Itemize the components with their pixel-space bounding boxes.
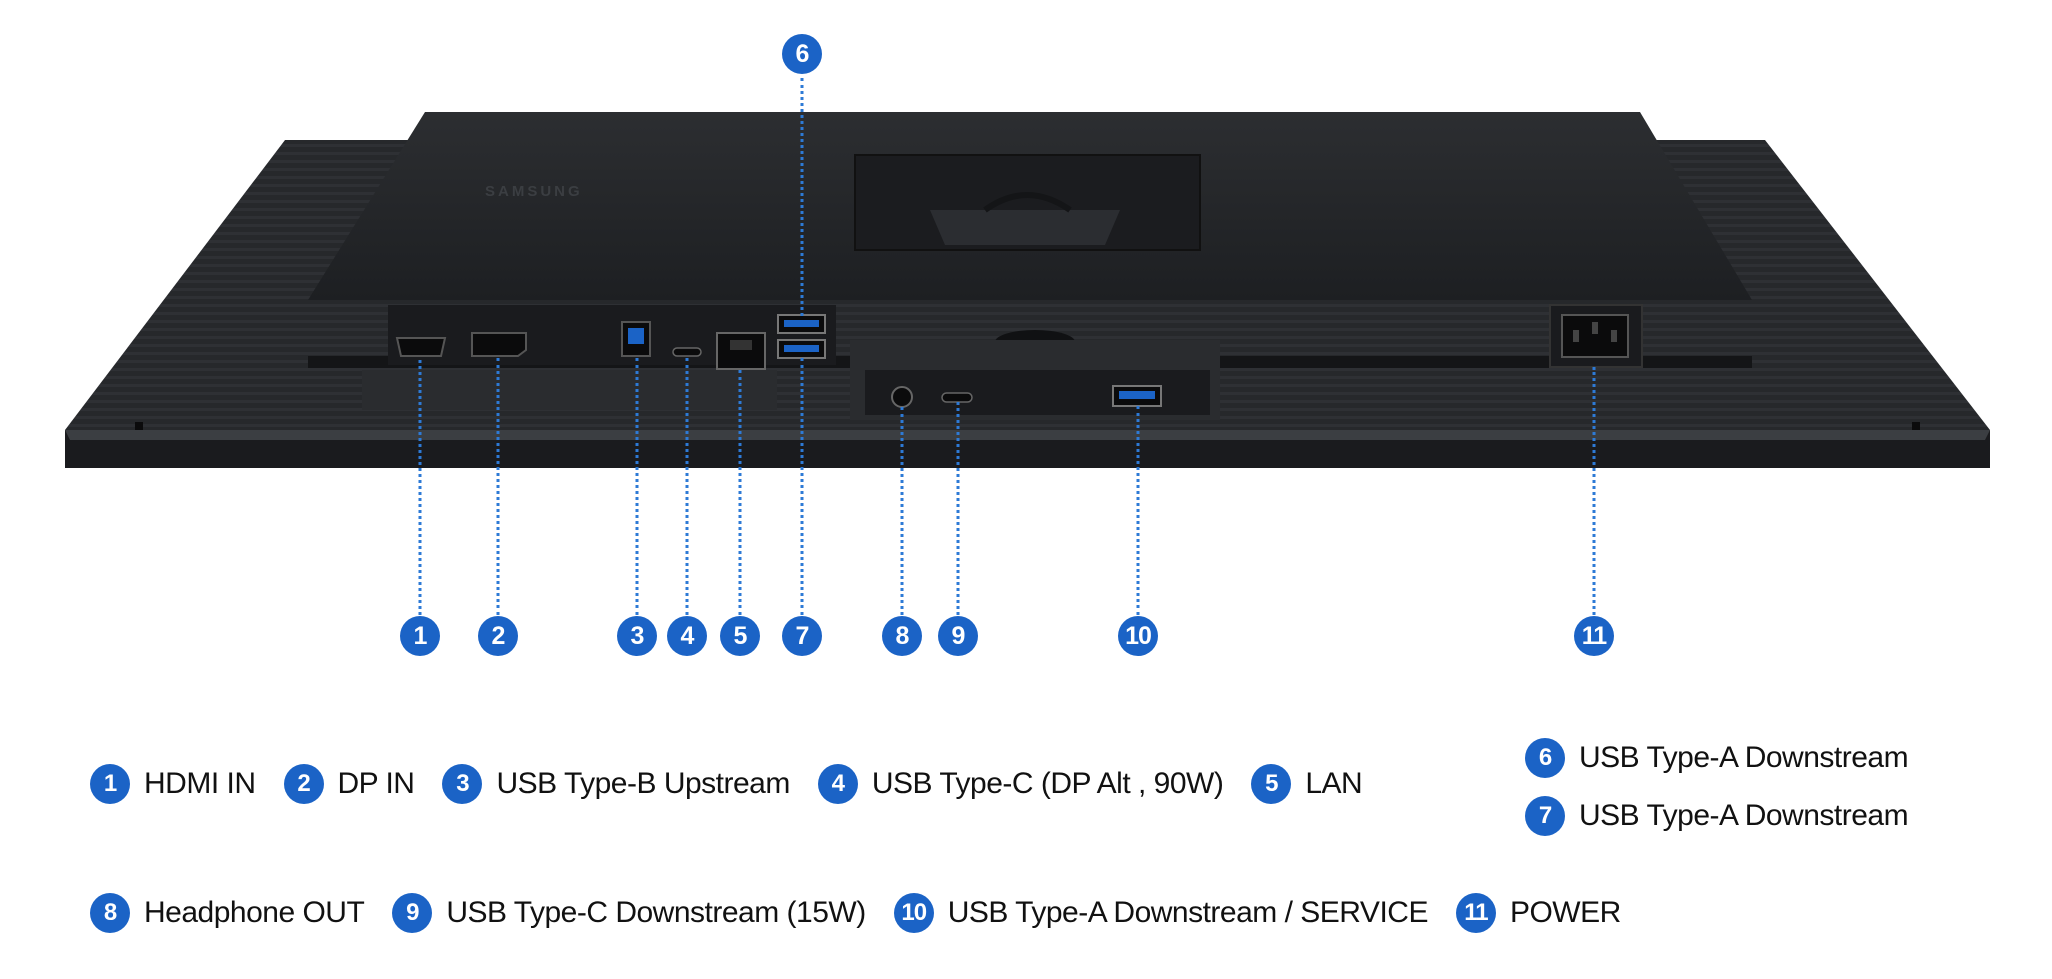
legend-badge: 4 — [817, 764, 858, 804]
callout-line-9 — [956, 402, 960, 615]
badge-4: 4 — [667, 616, 707, 656]
badge-10: 10 — [1118, 616, 1158, 656]
port-bay-left — [362, 305, 836, 410]
legend-item-8: 8 Headphone OUT — [90, 893, 365, 933]
badge-6: 6 — [782, 34, 822, 74]
callout-line-8 — [900, 407, 904, 615]
legend-label: USB Type-A Downstream / SERVICE — [947, 896, 1429, 929]
legend-item-9: 9 USB Type-C Downstream (15W) — [392, 893, 866, 933]
callout-line-5 — [738, 370, 742, 615]
callout-line-3 — [635, 358, 639, 615]
legend-badge: 2 — [283, 764, 324, 804]
legend-label: USB Type-B Upstream — [496, 767, 790, 800]
legend-item-6: 6 USB Type-A Downstream — [1525, 738, 1909, 778]
badge-3: 3 — [617, 616, 657, 656]
legend-row-2: 8 Headphone OUT 9 USB Type-C Downstream … — [90, 893, 1649, 933]
legend-item-7: 7 USB Type-A Downstream — [1525, 796, 1909, 836]
legend-badge: 10 — [893, 893, 934, 933]
badge-9: 9 — [938, 616, 978, 656]
legend-item-11: 11 POWER — [1455, 893, 1621, 933]
hdmi-port-icon — [395, 337, 447, 357]
legend-badge: 1 — [90, 764, 130, 804]
legend-label: POWER — [1509, 896, 1621, 929]
usb-c-port-icon — [672, 347, 702, 357]
dp-port-icon — [471, 332, 527, 357]
badge-8: 8 — [882, 616, 922, 656]
lan-port-icon — [716, 332, 766, 370]
legend-label: USB Type-A Downstream — [1579, 799, 1909, 832]
callout-line-6 — [800, 78, 804, 316]
legend-stack: 6 USB Type-A Downstream 7 USB Type-A Dow… — [1525, 738, 1936, 836]
legend-label: USB Type-A Downstream — [1579, 741, 1909, 774]
legend-badge: 6 — [1525, 738, 1565, 778]
badge-5: 5 — [720, 616, 760, 656]
legend-item-10: 10 USB Type-A Downstream / SERVICE — [893, 893, 1429, 933]
legend-badge: 5 — [1251, 764, 1292, 804]
power-socket-icon — [1549, 304, 1643, 368]
legend-item-3: 3 USB Type-B Upstream — [442, 764, 790, 804]
legend-badge: 8 — [90, 893, 130, 933]
legend-label: Headphone OUT — [144, 896, 365, 929]
legend-label: HDMI IN — [144, 767, 256, 800]
legend-label: DP IN — [337, 767, 415, 800]
callout-line-2 — [496, 358, 500, 615]
headphone-port-icon — [891, 386, 913, 408]
legend-item-4: 4 USB Type-C (DP Alt , 90W) — [817, 764, 1224, 804]
callout-line-11 — [1592, 367, 1596, 615]
legend-label: USB Type-C (DP Alt , 90W) — [871, 767, 1224, 800]
legend-badge: 9 — [392, 893, 433, 933]
badge-2: 2 — [478, 616, 518, 656]
legend-label: LAN — [1305, 767, 1363, 800]
callout-line-4 — [685, 358, 689, 615]
usb-c-downstream-port-icon — [941, 392, 973, 403]
badge-1: 1 — [400, 616, 440, 656]
legend-badge: 11 — [1455, 893, 1496, 933]
legend-item-2: 2 DP IN — [283, 764, 415, 804]
legend-row-1: 1 HDMI IN 2 DP IN 3 USB Type-B Upstream … — [90, 764, 1390, 804]
badge-7: 7 — [782, 616, 822, 656]
badge-11: 11 — [1574, 616, 1614, 656]
legend-badge: 3 — [442, 764, 483, 804]
legend-item-5: 5 LAN — [1251, 764, 1363, 804]
callout-line-10 — [1136, 406, 1140, 615]
legend-item-1: 1 HDMI IN — [90, 764, 256, 804]
port-bay-center — [850, 340, 1220, 420]
callout-line-7 — [800, 358, 804, 615]
legend-badge: 7 — [1525, 796, 1565, 836]
legend-label: USB Type-C Downstream (15W) — [446, 896, 866, 929]
brand-logo: SAMSUNG — [485, 183, 583, 200]
callout-line-1 — [418, 360, 422, 615]
